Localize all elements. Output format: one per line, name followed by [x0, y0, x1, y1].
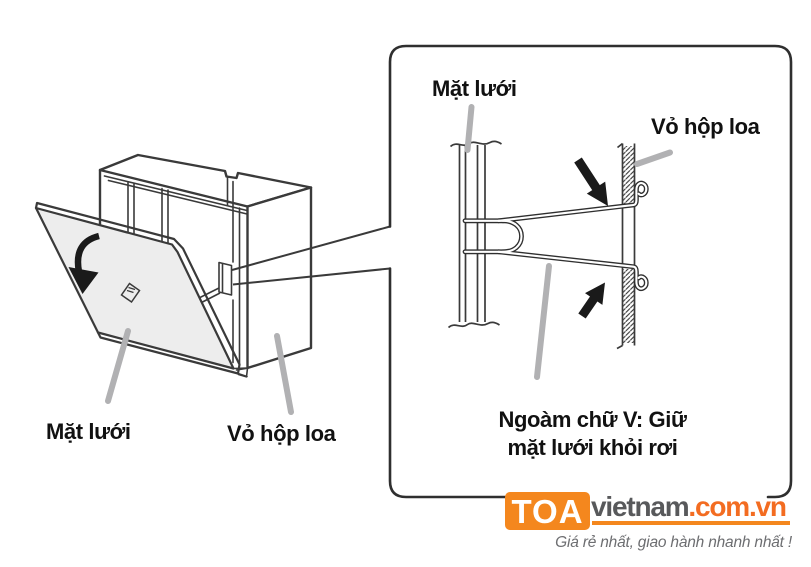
- rotation-arrow-icon: [68, 232, 100, 294]
- label-grille-callout: Mặt lưới: [432, 76, 517, 101]
- v-clip-detail: [462, 180, 649, 291]
- toa-logo: TOA vietnam.com.vn Giá rẻ nhất, giao hàn…: [500, 486, 800, 564]
- callout-note-line2: mặt lưới khỏi rơi: [507, 435, 678, 460]
- callout-note-line1: Ngoàm chữ V: Giữ: [498, 407, 687, 432]
- toa-logo-badge: TOA: [505, 492, 590, 530]
- toa-logo-tagline: Giá rẻ nhất, giao hành nhanh nhất !: [555, 534, 792, 551]
- callout-box-border: [388, 44, 793, 499]
- wall-cross-section: [616, 142, 636, 350]
- toa-logo-site: vietnam.com.vn: [591, 491, 787, 522]
- pinch-arrow-top-icon: [574, 157, 608, 206]
- toa-logo-site-name: vietnam: [591, 491, 690, 522]
- toa-logo-tld: .com.vn: [688, 491, 787, 522]
- leader-lines-left: [105, 328, 294, 415]
- label-box-callout: Vỏ hộp loa: [651, 114, 760, 139]
- label-grille-left: Mặt lưới: [46, 419, 131, 444]
- zoom-wedge-lines: [231, 225, 391, 286]
- diamond-mark-icon: [120, 282, 141, 304]
- label-box-left: Vỏ hộp loa: [227, 421, 336, 446]
- front-opening-recess-lines: [103, 175, 249, 378]
- toa-logo-underline: [592, 521, 790, 525]
- speaker-box-drawing: [98, 153, 313, 378]
- grille-cross-section: [447, 140, 502, 329]
- leader-lines-callout: [464, 104, 673, 380]
- toa-logo-brand: TOA: [511, 492, 584, 530]
- pinch-arrow-bottom-icon: [578, 282, 605, 319]
- callout-note: Ngoàm chữ V: Giữ mặt lưới khỏi rơi: [450, 406, 735, 462]
